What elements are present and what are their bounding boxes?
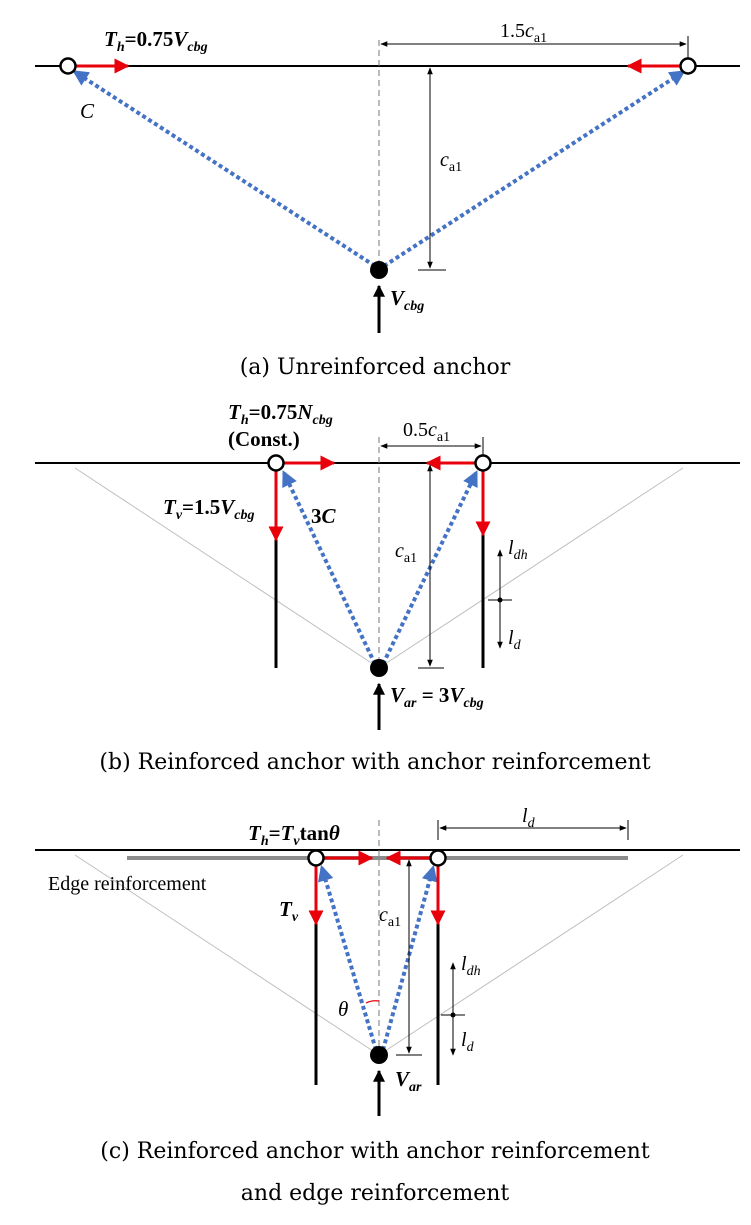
- ld-point: [497, 597, 503, 603]
- node-left: [59, 57, 77, 75]
- label-load: Var: [395, 1067, 422, 1095]
- label-load: Vcbg: [390, 286, 424, 314]
- anchor-node: [370, 261, 388, 279]
- strut-left: [282, 470, 377, 665]
- label-load: Var = 3Vcbg: [390, 683, 484, 711]
- label-edge-distance: ca1: [440, 149, 462, 175]
- guide-left: [74, 854, 380, 1056]
- label-th: Th=Tvtanθ: [248, 821, 340, 849]
- node-right: [474, 454, 492, 472]
- caption-a: (a) Unreinforced anchor: [240, 355, 511, 380]
- panel-c: Th=Tvtanθ Edge reinforcement Tv ca1 ld l…: [35, 805, 740, 1206]
- label-strut-3c: 3C: [311, 504, 337, 528]
- node-right: [679, 57, 697, 75]
- node-right: [429, 849, 447, 867]
- label-ldh: ldh: [461, 953, 481, 979]
- strut-right: [382, 70, 686, 268]
- label-theta: θ: [338, 997, 348, 1021]
- label-ld: ld: [508, 627, 522, 653]
- node-left: [307, 849, 325, 867]
- theta-arc: [365, 1000, 380, 1004]
- anchor-node: [370, 659, 388, 677]
- strut-right: [381, 864, 438, 1051]
- label-tv: Tv: [279, 897, 299, 925]
- label-strut-c: C: [80, 99, 95, 123]
- caption-b: (b) Reinforced anchor with anchor reinfo…: [99, 750, 650, 775]
- label-ldh: ldh: [508, 537, 528, 563]
- caption-c-line1: (c) Reinforced anchor with anchor reinfo…: [100, 1139, 650, 1164]
- anchor-node: [370, 1046, 388, 1064]
- ld-point: [450, 1012, 456, 1018]
- node-left: [267, 454, 285, 472]
- label-spacing: 1.5ca1: [500, 20, 547, 46]
- guide-right: [378, 854, 684, 1056]
- strut-left: [317, 864, 378, 1051]
- label-ld-top: ld: [522, 805, 536, 831]
- guide-right: [378, 467, 684, 669]
- label-th: Th=0.75Ncbg: [228, 400, 333, 428]
- label-edge-distance: ca1: [395, 540, 417, 566]
- panel-a: Th=0.75Vcbg C 1.5ca1 ca1 Vcbg (a) Unrein…: [35, 20, 740, 380]
- label-const: (Const.): [228, 427, 300, 451]
- label-th: Th=0.75Vcbg: [104, 27, 208, 55]
- guide-left: [74, 467, 380, 669]
- label-edge-distance: ca1: [379, 904, 401, 930]
- caption-c-line2: and edge reinforcement: [241, 1181, 510, 1206]
- panel-b: Th=0.75Ncbg (Const.) Tv=1.5Vcbg 3C 0.5ca…: [35, 400, 740, 775]
- label-ld: ld: [461, 1029, 475, 1055]
- label-tv: Tv=1.5Vcbg: [163, 495, 255, 523]
- label-spacing: 0.5ca1: [403, 419, 450, 445]
- label-edge-reinforcement: Edge reinforcement: [48, 873, 207, 895]
- strut-left: [72, 70, 377, 268]
